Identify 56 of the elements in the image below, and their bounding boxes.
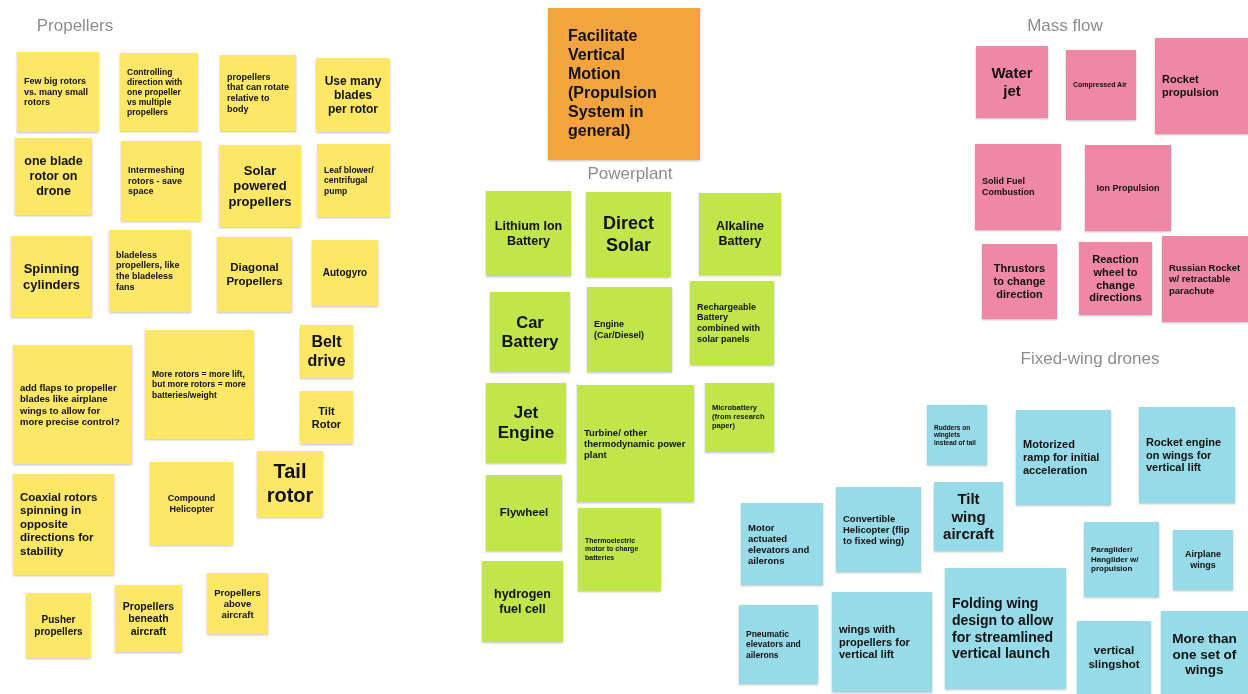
sticky-note: Diagonal Propellers: [217, 237, 292, 312]
sticky-note: Turbine/ other thermodynamic power plant: [577, 385, 694, 502]
sticky-note: vertical slingshot: [1077, 621, 1151, 694]
sticky-note: Rocket propulsion: [1155, 38, 1248, 134]
sticky-note: Direct Solar: [586, 192, 671, 277]
sticky-note: More than one set of wings: [1161, 611, 1248, 694]
section-heading: Fixed-wing drones: [1020, 348, 1160, 370]
sticky-note: Belt drive: [300, 325, 353, 378]
sticky-note: Use many blades per rotor: [316, 58, 390, 132]
section-heading: Mass flow: [1026, 15, 1104, 37]
sticky-note: Tilt wing aircraft: [934, 482, 1003, 551]
sticky-note: bladeless propellers, like the bladeless fans: [109, 230, 191, 312]
sticky-note: Tilt Rotor: [300, 391, 353, 444]
sticky-note: Paraglider/ Hanglider w/ propulsion: [1084, 522, 1159, 597]
sticky-note: Water jet: [976, 46, 1048, 118]
sticky-note: Solar powered propellers: [219, 145, 301, 227]
sticky-note: Thrustors to change direction: [982, 244, 1057, 319]
sticky-note: Solid Fuel Combustion: [975, 144, 1061, 230]
sticky-note: one blade rotor on drone: [15, 138, 92, 215]
sticky-note: Car Battery: [490, 292, 570, 372]
sticky-note: Controlling direction with one propeller vs multiple propellers: [120, 53, 198, 131]
sticky-note: Pusher propellers: [26, 593, 91, 658]
sticky-note: hydrogen fuel cell: [482, 561, 563, 642]
sticky-note: Few big rotors vs. many small rotors: [17, 52, 99, 132]
sticky-note: Coaxial rotors spinning in opposite directions for stability: [13, 474, 114, 575]
sticky-note: Propellers beneath aircraft: [115, 585, 182, 652]
sticky-note: Motor actuated elevators and ailerons: [741, 503, 823, 585]
sticky-note: Russian Rocket w/ retractable parachute: [1162, 236, 1248, 322]
sticky-note: Propellers above aircraft: [207, 573, 268, 634]
sticky-note: add flaps to propeller blades like airplane wings to allow for more precise control?: [13, 345, 132, 464]
sticky-note: Autogyro: [312, 240, 378, 306]
sticky-note: Rocket engine on wings for vertical lift: [1139, 407, 1235, 503]
sticky-note: wings with propellers for vertical lift: [832, 592, 932, 692]
section-heading: Powerplant: [586, 163, 674, 185]
sticky-note: Airplane wings: [1173, 530, 1233, 590]
sticky-note: Jet Engine: [486, 383, 566, 463]
sticky-note: Ion Propulsion: [1085, 145, 1171, 231]
sticky-note: Intermeshing rotors - save space: [121, 141, 201, 221]
sticky-note: Convertible Helicopter (flip to fixed wing): [836, 487, 921, 572]
sticky-note: Leaf blower/ centrifugal pump: [317, 144, 390, 217]
sticky-note: Flywheel: [486, 475, 562, 551]
sticky-note: Pneumatic elevators and ailerons: [739, 605, 818, 684]
sticky-note: Alkaline Battery: [699, 193, 781, 275]
sticky-note: Motorized ramp for initial acceleration: [1016, 410, 1111, 505]
sticky-note: Spinning cylinders: [11, 236, 92, 317]
sticky-note: propellers that can rotate relative to body: [220, 55, 296, 131]
section-heading: Propellers: [35, 15, 115, 37]
sticky-note: Rechargeable Battery combined with solar panels: [690, 281, 774, 365]
sticky-note: Lithium Ion Battery: [486, 191, 571, 276]
topic-note: Facilitate Vertical Motion (Propulsion System in general): [548, 8, 700, 160]
sticky-note: More rotors = more lift, but more rotors = more batteries/weight: [145, 330, 254, 439]
sticky-note: Tail rotor: [257, 451, 323, 517]
sticky-note: Compound Helicopter: [150, 462, 233, 545]
sticky-note: Reaction wheel to change directions: [1079, 242, 1152, 315]
sticky-note: Folding wing design to allow for streamlined vertical launch: [945, 568, 1066, 689]
sticky-note: Engine (Car/Diesel): [587, 287, 672, 372]
